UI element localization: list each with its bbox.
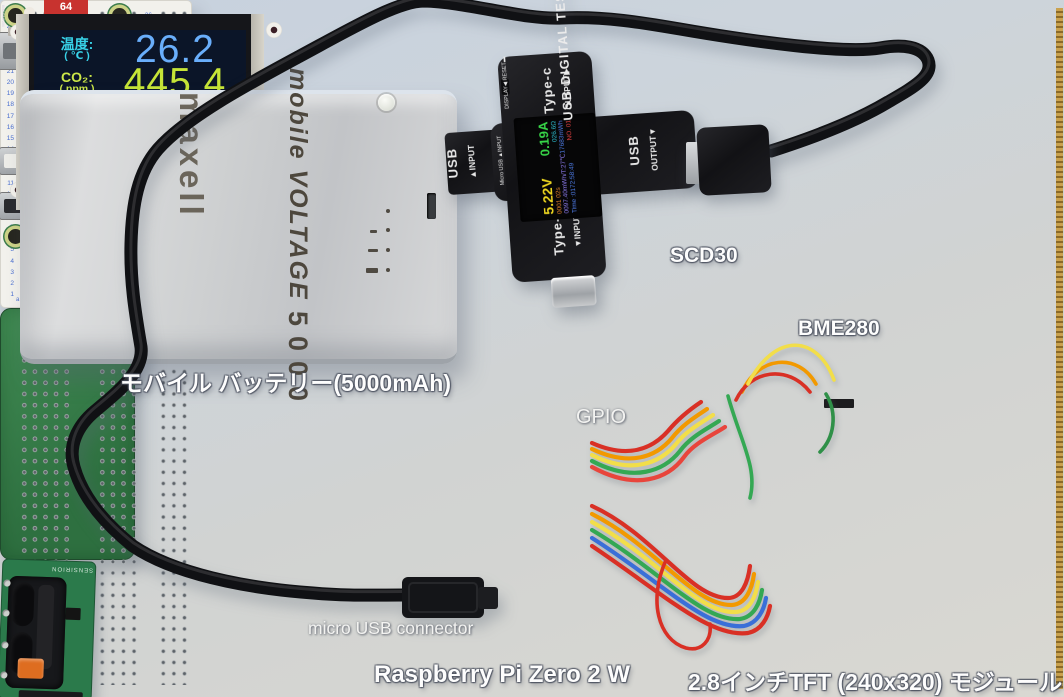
battery-gauge-mark bbox=[370, 230, 377, 233]
lower-ribbon bbox=[589, 503, 773, 636]
bme280-hole bbox=[24, 7, 35, 18]
breadboard-row-number: 18 bbox=[6, 101, 14, 109]
temp-value: 26.2 bbox=[135, 27, 215, 71]
micro-usb-annotation: micro USB connector bbox=[308, 618, 474, 638]
usb-digital-tester: USB▲INPUT Micro USB ▲INPUT DISPLAY◀ RESE… bbox=[439, 0, 716, 319]
raspi-annotation: Raspberry Pi Zero 2 W bbox=[374, 661, 631, 688]
battery-gauge-mark bbox=[366, 268, 378, 273]
tester-voltage: 5.22V bbox=[538, 177, 558, 216]
jumper-wires bbox=[655, 343, 836, 651]
tft-annotation: 2.8インチTFT (240x320) モジュール bbox=[688, 669, 1063, 695]
tft-row-temperature: 温度:( ℃ ) 26.2 bbox=[34, 27, 246, 71]
breadboard-row-number: 2 bbox=[10, 279, 14, 287]
battery-power-button bbox=[378, 94, 395, 111]
breadboard-row-number: 19 bbox=[6, 90, 14, 98]
bme280-annotation: BME280 bbox=[798, 317, 880, 340]
battery-micro-usb-slot bbox=[427, 193, 436, 219]
battery-gauge-mark bbox=[368, 249, 378, 252]
breadboard-row-number: 5 bbox=[10, 246, 14, 254]
battery-led bbox=[386, 228, 390, 232]
tester-left-port-label: USB▲INPUT bbox=[444, 144, 479, 179]
breadboard-row-number: 11 bbox=[7, 179, 14, 187]
upper-ribbon bbox=[589, 399, 728, 483]
scd30-annotation: SCD30 bbox=[670, 244, 738, 267]
usb-output-adapter bbox=[686, 124, 776, 196]
type-c-input-plug bbox=[550, 275, 597, 309]
breadboard-row-number: 17 bbox=[6, 112, 14, 120]
sd-capacity: 64 bbox=[59, 1, 73, 13]
breadboard-row-number: 15 bbox=[6, 134, 14, 142]
battery-capacity: 5000 bbox=[283, 311, 313, 412]
tester-group-number: NO. 01 bbox=[565, 119, 575, 141]
breadboard-row-number: 3 bbox=[10, 268, 14, 276]
battery-led bbox=[386, 268, 390, 272]
battery-model: mobile VOLTAGE 5000 bbox=[282, 68, 313, 411]
breadboard-row-number: 16 bbox=[6, 123, 14, 131]
bme280-header-pins bbox=[824, 399, 854, 408]
battery-annotation: モバイル バッテリー(5000mAh) bbox=[120, 370, 451, 396]
gpio-annotation: GPIO bbox=[576, 406, 627, 428]
breadboard-row-number: 21 bbox=[6, 68, 14, 75]
breadboard-row-number: 20 bbox=[6, 79, 14, 87]
temp-unit: ( ℃ ) bbox=[64, 50, 90, 63]
co2-unit: ( ppm ) bbox=[44, 84, 110, 95]
bme280-silkscreen: BME/BMP280 bbox=[1, 5, 5, 27]
temp-label: 温度: bbox=[60, 36, 94, 53]
mobile-battery bbox=[20, 90, 457, 364]
tft-mounting-hole bbox=[266, 22, 282, 38]
adapter-body bbox=[696, 124, 772, 196]
battery-led bbox=[386, 209, 390, 213]
micro-usb-connector-plug bbox=[402, 577, 498, 618]
breadboard-column-letter: a bbox=[16, 297, 20, 303]
breadboard-row-number: 7 bbox=[10, 224, 14, 232]
battery-product-name: mobile VOLTAGE bbox=[284, 68, 312, 301]
breadboard-row-number: 4 bbox=[10, 257, 14, 265]
pi-mounting-hole bbox=[8, 229, 23, 244]
co2-label: CO₂: bbox=[61, 69, 93, 86]
breadboard-row-number: 1 bbox=[10, 291, 14, 298]
battery-led bbox=[386, 248, 390, 252]
tester-time: Time :0172:58:49 bbox=[568, 162, 580, 214]
